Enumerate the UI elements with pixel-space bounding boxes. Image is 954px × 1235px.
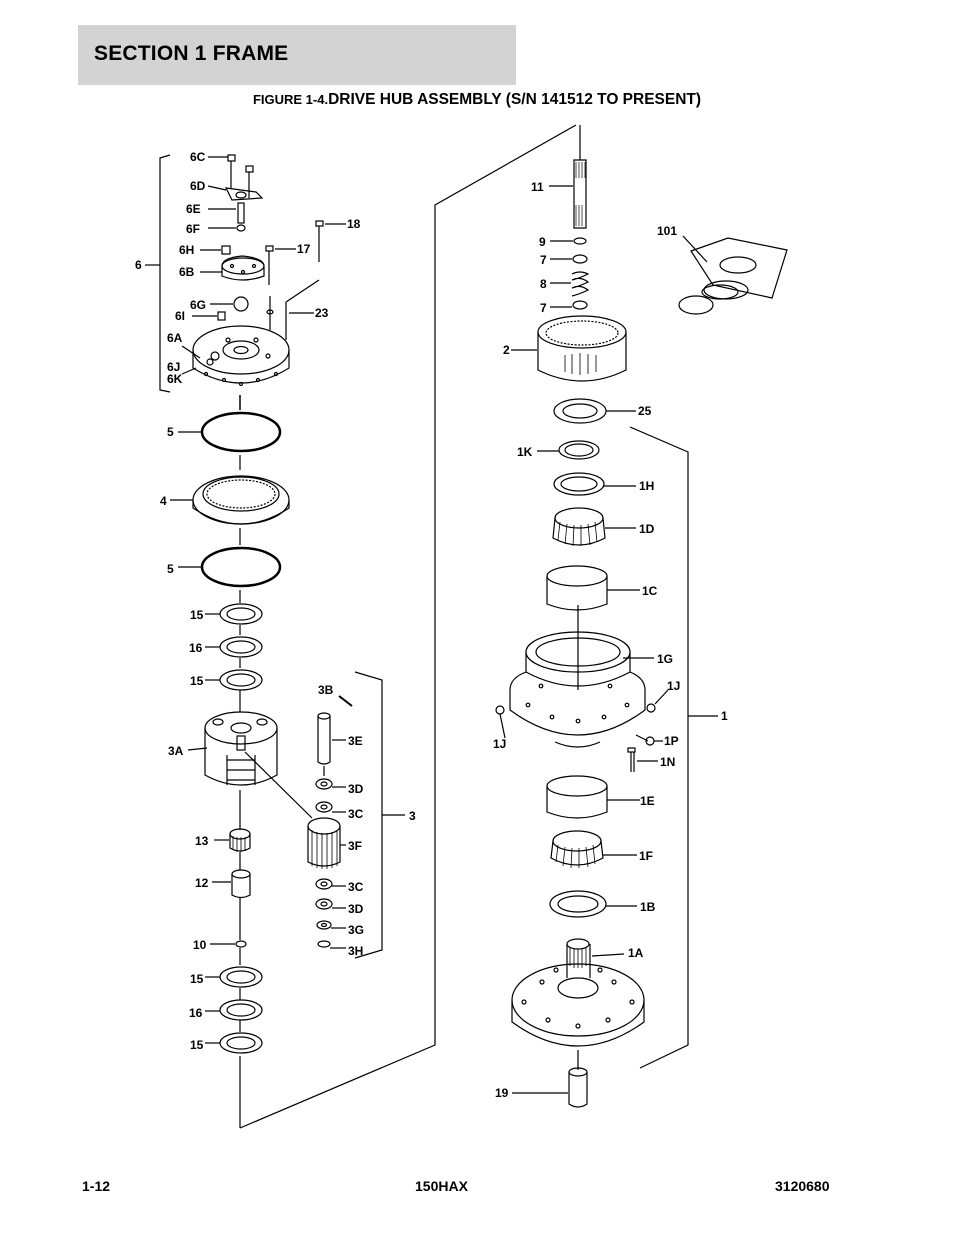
callout-6H: 6H [179,243,194,257]
page-number: 1-12 [82,1178,111,1194]
callout-1F: 1F [639,849,653,863]
callout-6: 6 [135,258,142,272]
callout-17: 17 [297,242,311,256]
callout-7-a: 7 [540,253,547,267]
callout-6A: 6A [167,331,183,345]
callout-1C: 1C [642,584,658,598]
model-name: 150HAX [415,1178,468,1194]
callout-101: 101 [657,224,677,238]
callout-1D: 1D [639,522,655,536]
callout-9: 9 [539,235,546,249]
callout-18: 18 [347,217,361,231]
callout-1H: 1H [639,479,654,493]
callout-3G: 3G [348,923,364,937]
callout-25: 25 [638,404,652,418]
callout-3E: 3E [348,734,363,748]
figure-number: FIGURE 1-4. [252,92,329,107]
callout-6I: 6I [175,309,185,323]
callout-23: 23 [315,306,329,320]
callout-1J-right: 1J [667,679,680,693]
callout-1P: 1P [664,734,679,748]
callout-3D-b: 3D [348,902,364,916]
callout-3A: 3A [168,744,184,758]
callout-7-b: 7 [540,301,547,315]
callout-3C-a: 3C [348,807,364,821]
callout-12: 12 [195,876,209,890]
figure-caption: DRIVE HUB ASSEMBLY (S/N 141512 TO PRESEN… [328,91,702,108]
callout-8: 8 [540,277,547,291]
callout-15-b: 15 [190,674,204,688]
callout-5-upper: 5 [167,425,174,439]
callout-19: 19 [495,1086,509,1100]
callout-15-c: 15 [190,972,204,986]
document-number: 3120680 [775,1178,830,1194]
callout-6J: 6J [167,360,180,374]
section-header: SECTION 1 FRAME [78,25,516,85]
callout-6C: 6C [190,150,206,164]
callout-5-lower: 5 [167,562,174,576]
callout-6E: 6E [186,202,201,216]
figure-title: FIGURE 1-4.DRIVE HUB ASSEMBLY (S/N 14151… [0,91,954,109]
callout-2: 2 [503,343,510,357]
callout-3: 3 [409,809,416,823]
callout-1N: 1N [660,755,675,769]
callout-1G: 1G [657,652,673,666]
callout-6D: 6D [190,179,206,193]
callout-1B: 1B [640,900,656,914]
callout-16-b: 16 [189,1006,203,1020]
callout-15-a: 15 [190,608,204,622]
callout-3C-b: 3C [348,880,364,894]
callout-3H: 3H [348,944,363,958]
callout-3B: 3B [318,683,334,697]
callout-3D-a: 3D [348,782,364,796]
callout-10: 10 [193,938,207,952]
callout-1: 1 [721,709,728,723]
callout-1K: 1K [517,445,533,459]
callout-6B: 6B [179,265,195,279]
callout-16-a: 16 [189,641,203,655]
callout-11: 11 [531,180,544,194]
callout-1E: 1E [640,794,655,808]
callout-3F: 3F [348,839,362,853]
callout-13: 13 [195,834,209,848]
callout-6G: 6G [190,298,206,312]
callout-6F: 6F [186,222,200,236]
callout-6K: 6K [167,372,183,386]
callout-1J-left: 1J [493,737,506,751]
callout-1A: 1A [628,946,644,960]
callout-15-d: 15 [190,1038,204,1052]
callout-4: 4 [160,494,167,508]
section-title: SECTION 1 FRAME [94,42,289,65]
